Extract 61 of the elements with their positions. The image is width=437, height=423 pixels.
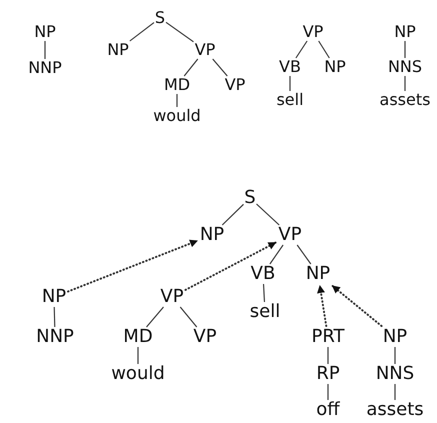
- tree-label: NP: [107, 42, 129, 58]
- tree-label: VP: [302, 24, 324, 40]
- movement-arrow: [184, 242, 276, 291]
- tree-branch: [212, 58, 228, 76]
- tree-branch: [404, 41, 406, 58]
- tree-label: NP: [200, 226, 224, 244]
- tree-branch: [166, 22, 194, 42]
- tree-branch: [394, 347, 396, 364]
- tree-label: MD: [164, 77, 190, 93]
- tree-label: NP: [42, 288, 66, 306]
- tree-label: VP: [278, 226, 302, 244]
- tree-label: S: [154, 10, 166, 26]
- tree-label: assets: [380, 92, 430, 108]
- tree-label: S: [244, 189, 256, 207]
- movement-arrow: [67, 240, 198, 292]
- tree-label: VB: [250, 265, 276, 283]
- tree-branch: [269, 244, 284, 264]
- tree-branch: [222, 204, 244, 226]
- tree-branch: [262, 284, 266, 302]
- tree-branch: [289, 76, 291, 91]
- tree-branch: [180, 306, 198, 328]
- tree-label: MD: [123, 328, 153, 346]
- tree-label: would: [153, 108, 201, 124]
- tree-branch: [327, 347, 329, 364]
- tree-label: VP: [194, 42, 216, 58]
- tree-label: RP: [316, 365, 340, 383]
- movement-arrow: [332, 285, 383, 327]
- tree-branch: [137, 347, 139, 364]
- tree-branch: [318, 40, 330, 58]
- tree-branch: [146, 306, 164, 328]
- tree-label: VP: [224, 77, 246, 93]
- tree-label: VP: [160, 288, 184, 306]
- tree-label: NNS: [376, 365, 414, 383]
- tree-branch: [176, 94, 178, 107]
- tree-label: NP: [382, 328, 408, 346]
- tree-label: assets: [366, 401, 424, 419]
- tree-label: VP: [193, 328, 217, 346]
- tree-label: NP: [306, 265, 330, 283]
- tree-label: PRT: [311, 328, 345, 346]
- tree-label: NNP: [36, 328, 74, 346]
- tree-label: off: [316, 401, 340, 419]
- tree-label: NP: [394, 24, 416, 40]
- tree-branch: [327, 384, 329, 400]
- tree-label: NP: [324, 59, 346, 75]
- tree-label: VB: [279, 59, 301, 75]
- tree-branch: [404, 76, 406, 91]
- tree-branch: [295, 40, 308, 58]
- tree-branch: [129, 22, 154, 42]
- tree-branch: [256, 204, 280, 226]
- tree-branch: [184, 58, 198, 76]
- tree-label: sell: [250, 303, 280, 321]
- tree-label: would: [111, 365, 165, 383]
- tree-label: NNP: [28, 60, 62, 76]
- tree-label: NP: [34, 24, 56, 40]
- tree-branch: [394, 384, 396, 400]
- tree-branch: [54, 306, 56, 328]
- tree-branch: [296, 244, 312, 264]
- tree-label: NNS: [388, 59, 422, 75]
- tree-branch: [44, 41, 46, 59]
- movement-arrow: [317, 285, 328, 327]
- tree-label: sell: [276, 92, 304, 108]
